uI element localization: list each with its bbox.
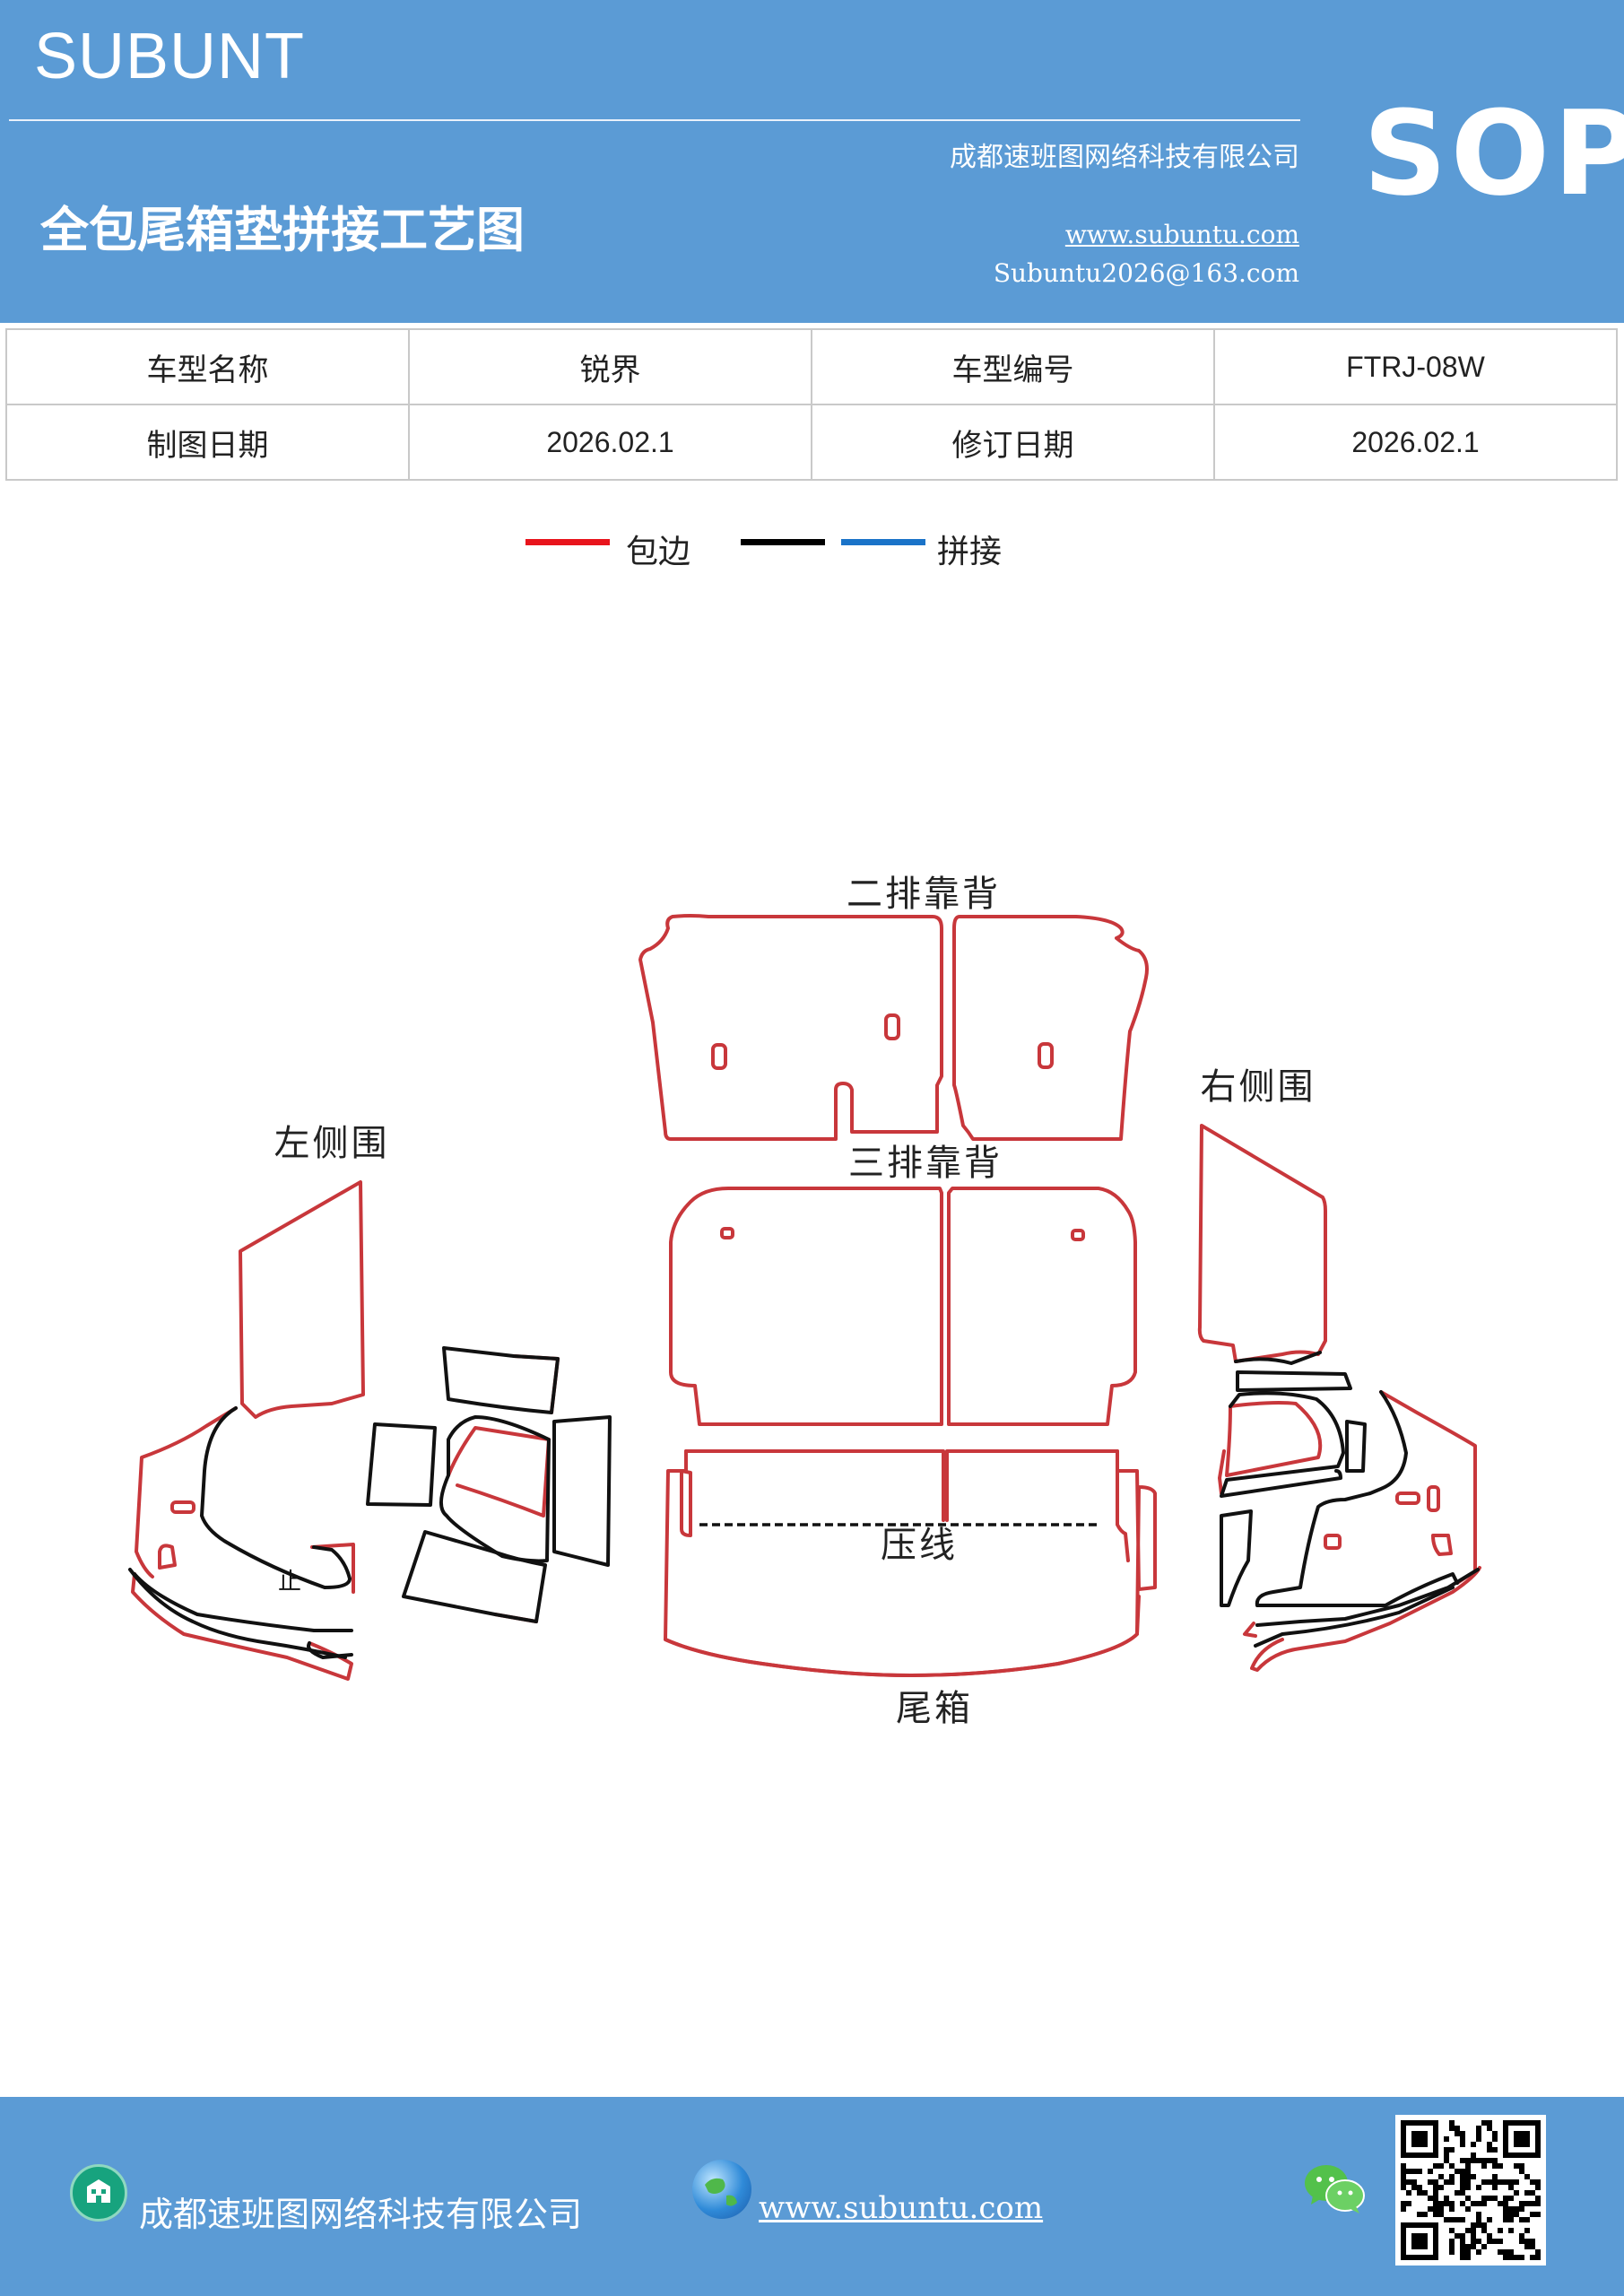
table-row: 制图日期 2026.02.1 修订日期 2026.02.1: [5, 404, 1618, 481]
value-revision-date: 2026.02.1: [1213, 404, 1618, 481]
label-third-row-back: 三排靠背: [848, 1143, 1003, 1184]
sop-badge: SOP: [1363, 85, 1624, 222]
label-right-side: 右侧围: [1201, 1066, 1316, 1108]
left-corner-piece: [310, 1543, 355, 1594]
third-row-right-panel: [947, 1187, 1137, 1426]
left-side-seam-1: [200, 1406, 352, 1589]
right-edge-piece: [1218, 1449, 1226, 1495]
second-row-right-panel: [952, 915, 1149, 1141]
right-small-edge: [1243, 1622, 1257, 1638]
email-address: Subuntu2026@163.com: [993, 258, 1299, 288]
second-row-left-panel: [638, 914, 943, 1141]
left-side-seam-4: [307, 1641, 353, 1659]
legend-label-splice: 拼接: [937, 534, 1003, 570]
footer-website-link[interactable]: www.subuntu.com: [759, 2190, 1044, 2226]
third-row-left-panel: [669, 1187, 943, 1426]
value-model-name: 锐界: [408, 328, 812, 405]
left-mark: 止: [278, 1569, 301, 1596]
table-row: 车型名称 锐界 车型编号 FTRJ-08W: [5, 328, 1618, 405]
wechat-icon[interactable]: [1302, 2161, 1367, 2217]
left-insert-1: [442, 1346, 560, 1414]
left-insert-3: [439, 1415, 551, 1563]
right-notch: [1431, 1534, 1453, 1556]
globe-icon: [692, 2160, 751, 2219]
label-model-code: 车型编号: [811, 328, 1215, 405]
right-seam-1: [1234, 1351, 1322, 1365]
slot: [884, 1013, 900, 1040]
right-side-upper-panel: [1197, 1124, 1327, 1363]
legend-line-red: [525, 539, 610, 545]
label-model-name: 车型名称: [5, 328, 410, 405]
footer-company-name: 成都速班图网络科技有限公司: [139, 2195, 583, 2234]
right-slot: [1324, 1534, 1342, 1550]
trunk-upper-left-panel: [684, 1449, 945, 1522]
qr-code: [1395, 2115, 1546, 2266]
left-insert-inner-edge: [447, 1426, 551, 1518]
clip-hole: [1071, 1229, 1085, 1241]
label-left-side: 左侧围: [274, 1123, 390, 1164]
right-seam-5: [1255, 1390, 1459, 1607]
label-revision-date: 修订日期: [811, 404, 1215, 481]
mat-diagram: 止 二排靠背 三排靠背 左侧围 右侧围 压线 尾箱: [128, 874, 1481, 1729]
legend-line-black: [741, 539, 825, 545]
right-seam-8: [1254, 1586, 1455, 1648]
website-link[interactable]: www.subuntu.com: [1064, 220, 1299, 249]
trunk-bottom-edge: [664, 1595, 1141, 1677]
label-second-row-back: 二排靠背: [847, 874, 1001, 915]
footer-banner: 成都速班图网络科技有限公司 www.subuntu.com: [0, 2097, 1624, 2296]
right-seam-2: [1236, 1370, 1352, 1392]
label-crease: 压线: [881, 1525, 958, 1566]
left-insert-5: [402, 1530, 547, 1623]
left-slot: [170, 1500, 195, 1514]
left-notch: [158, 1544, 177, 1570]
value-model-code: FTRJ-08W: [1213, 328, 1618, 405]
right-slot: [1395, 1492, 1420, 1505]
right-seam-3: [1220, 1391, 1345, 1498]
legend-line-blue: [841, 539, 925, 545]
legend-label-edging: 包边: [626, 534, 691, 570]
left-side-lower-panel: [135, 1406, 238, 1578]
trunk-upper-right-panel: [945, 1449, 1119, 1522]
building-icon: [70, 2164, 127, 2222]
slot: [711, 1043, 727, 1070]
right-side-bottom-edge: [1250, 1566, 1481, 1672]
legend: 包边 拼接: [0, 520, 1624, 574]
right-side-inner-edge: [1225, 1401, 1323, 1477]
right-side-lower-panel: [1379, 1390, 1477, 1585]
clip-hole: [720, 1227, 734, 1239]
right-slot: [1427, 1485, 1440, 1512]
left-insert-2: [366, 1422, 437, 1507]
right-seam-4: [1345, 1420, 1367, 1473]
slot: [1038, 1042, 1054, 1069]
company-name: 成都速班图网络科技有限公司: [950, 142, 1299, 173]
left-insert-4: [552, 1415, 612, 1567]
right-seam-6: [1220, 1509, 1253, 1607]
right-seam-7: [1255, 1568, 1480, 1627]
page-title: 全包尾箱垫拼接工艺图: [40, 202, 525, 258]
left-side-seam-3: [128, 1568, 347, 1659]
left-side-bottom-edge: [131, 1572, 353, 1681]
brand-name: SUBUNT: [34, 21, 306, 92]
left-side-upper-panel: [239, 1180, 365, 1419]
vehicle-info-table: 车型名称 锐界 车型编号 FTRJ-08W 制图日期 2026.02.1 修订日…: [5, 328, 1618, 481]
label-draw-date: 制图日期: [5, 404, 410, 481]
left-side-seam-2: [133, 1572, 353, 1632]
header-banner: SUBUNT 成都速班图网络科技有限公司 SOP 全包尾箱垫拼接工艺图 www.…: [0, 0, 1624, 323]
label-trunk: 尾箱: [896, 1688, 973, 1729]
value-draw-date: 2026.02.1: [408, 404, 812, 481]
header-divider: [9, 119, 1300, 121]
